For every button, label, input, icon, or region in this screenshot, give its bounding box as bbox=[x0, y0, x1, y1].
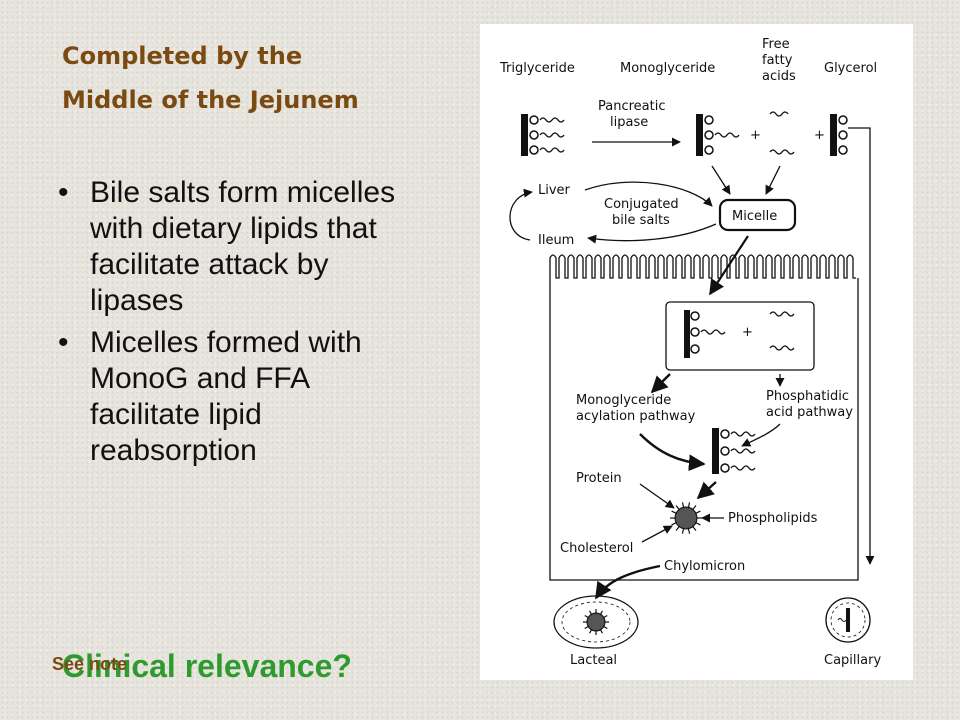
label-phospholipids: Phospholipids bbox=[728, 511, 818, 526]
chylomicron-spike bbox=[584, 625, 590, 630]
slide-title: Completed by the Middle of the Jejunem bbox=[62, 38, 442, 126]
microvilli-border bbox=[549, 254, 856, 279]
plus-sign: + bbox=[750, 128, 761, 143]
label-lacteal: Lacteal bbox=[570, 653, 617, 668]
chylomicron-spike bbox=[588, 628, 593, 634]
lipid-absorption-diagram: Triglyceride Monoglyceride Free fatty ac… bbox=[480, 24, 913, 680]
label-cholesterol: Cholesterol bbox=[560, 541, 633, 556]
title-line-2: Middle of the Jejunem bbox=[62, 86, 359, 114]
micelle-uptake-arrow bbox=[709, 235, 749, 296]
enterohepatic-arrow bbox=[509, 188, 533, 241]
chylomicron-spike bbox=[671, 521, 678, 526]
triglyceride-molecule bbox=[521, 114, 565, 156]
glycerol-path-arrow bbox=[848, 127, 875, 565]
monoglyceride-molecule bbox=[696, 114, 740, 156]
chylomicron-spike bbox=[602, 614, 608, 619]
arrow-cholesterol bbox=[641, 525, 673, 543]
label-phos-acid-2: acid pathway bbox=[766, 405, 853, 420]
arrow-to-micelle bbox=[711, 165, 731, 195]
label-pancreatic: Pancreatic bbox=[598, 99, 666, 114]
title-line-1: Completed by the bbox=[62, 42, 303, 70]
diagram-svg: Triglyceride Monoglyceride Free fatty ac… bbox=[499, 37, 881, 668]
micelle-to-ileum-arrow bbox=[587, 223, 717, 244]
label-triglyceride: Triglyceride bbox=[499, 61, 575, 76]
label-lipase: lipase bbox=[610, 115, 648, 130]
chylomicron-spike bbox=[687, 502, 691, 509]
arrow-protein bbox=[639, 483, 675, 509]
label-monoglyceride: Monoglyceride bbox=[620, 61, 715, 76]
chylomicron-spike bbox=[694, 521, 701, 526]
absorbed-fatty-acid bbox=[769, 345, 795, 351]
lacteal-vessel bbox=[553, 595, 639, 649]
label-fatty: fatty bbox=[762, 53, 793, 68]
label-micelle: Micelle bbox=[732, 209, 777, 224]
chylomicron-spike bbox=[599, 628, 604, 634]
bile-to-micelle-arrow bbox=[584, 181, 713, 207]
absorbed-lipids-box bbox=[665, 301, 815, 371]
bullet-list: Bile salts form micelles with dietary li… bbox=[58, 175, 403, 475]
label-ileum: Ileum bbox=[538, 233, 574, 248]
chylomicron-particle bbox=[670, 502, 702, 534]
label-mono-acylation: Monoglyceride bbox=[576, 393, 671, 408]
micelle-box bbox=[718, 198, 797, 232]
plus-sign: + bbox=[742, 325, 753, 340]
label-liver: Liver bbox=[538, 183, 571, 198]
label-phos-acid: Phosphatidic bbox=[766, 389, 849, 404]
label-acids: acids bbox=[762, 69, 796, 84]
free-fatty-acids bbox=[769, 111, 795, 155]
chylomicron-spike bbox=[681, 527, 685, 534]
chylomicron-spike bbox=[602, 625, 608, 630]
clinical-relevance-text: Clinical relevance? bbox=[62, 648, 352, 684]
label-conjugated: Conjugated bbox=[604, 197, 679, 212]
chylomicron-spike bbox=[691, 505, 697, 511]
label-glycerol: Glycerol bbox=[824, 61, 877, 76]
glycerol-molecule bbox=[830, 114, 848, 156]
chylomicron-spike bbox=[675, 505, 681, 511]
arrow-to-triglyceride bbox=[639, 433, 706, 472]
bullet-item: Bile salts form micelles with dietary li… bbox=[58, 175, 403, 319]
chylomicron-spike bbox=[694, 510, 701, 515]
arrow-to-micelle bbox=[765, 165, 781, 195]
chylomicron-spike bbox=[584, 614, 590, 619]
label-mono-acylation-2: acylation pathway bbox=[576, 409, 696, 424]
label-chylomicron: Chylomicron bbox=[664, 559, 745, 574]
enterocyte-outline bbox=[549, 278, 859, 581]
chylomicron-spike bbox=[671, 510, 678, 515]
bullet-item: Micelles formed with MonoG and FFA facil… bbox=[58, 325, 403, 469]
label-bile-salts: bile salts bbox=[612, 213, 670, 228]
capillary-vessel bbox=[825, 597, 871, 643]
arrow-mono-pathway bbox=[650, 373, 671, 394]
plus-sign: + bbox=[814, 128, 825, 143]
label-protein: Protein bbox=[576, 471, 622, 486]
label-free: Free bbox=[762, 37, 790, 52]
chylomicron-spike bbox=[687, 527, 691, 534]
label-capillary: Capillary bbox=[824, 653, 881, 668]
absorbed-fatty-acid bbox=[769, 311, 795, 317]
arrow-to-chylomicron bbox=[696, 481, 717, 500]
chylomicron-spike bbox=[588, 610, 593, 616]
chylomicron-spike bbox=[675, 525, 681, 531]
see-note-link[interactable]: See note bbox=[52, 654, 128, 674]
chylomicron-spike bbox=[681, 502, 685, 509]
chylomicron-spike bbox=[599, 610, 604, 616]
resynthesized-triglyceride bbox=[712, 428, 756, 474]
arrow-to-triglyceride bbox=[741, 423, 781, 447]
arrow-to-lacteal bbox=[595, 564, 661, 600]
absorbed-monoglyceride bbox=[684, 310, 726, 358]
chylomicron-spike bbox=[691, 525, 697, 531]
